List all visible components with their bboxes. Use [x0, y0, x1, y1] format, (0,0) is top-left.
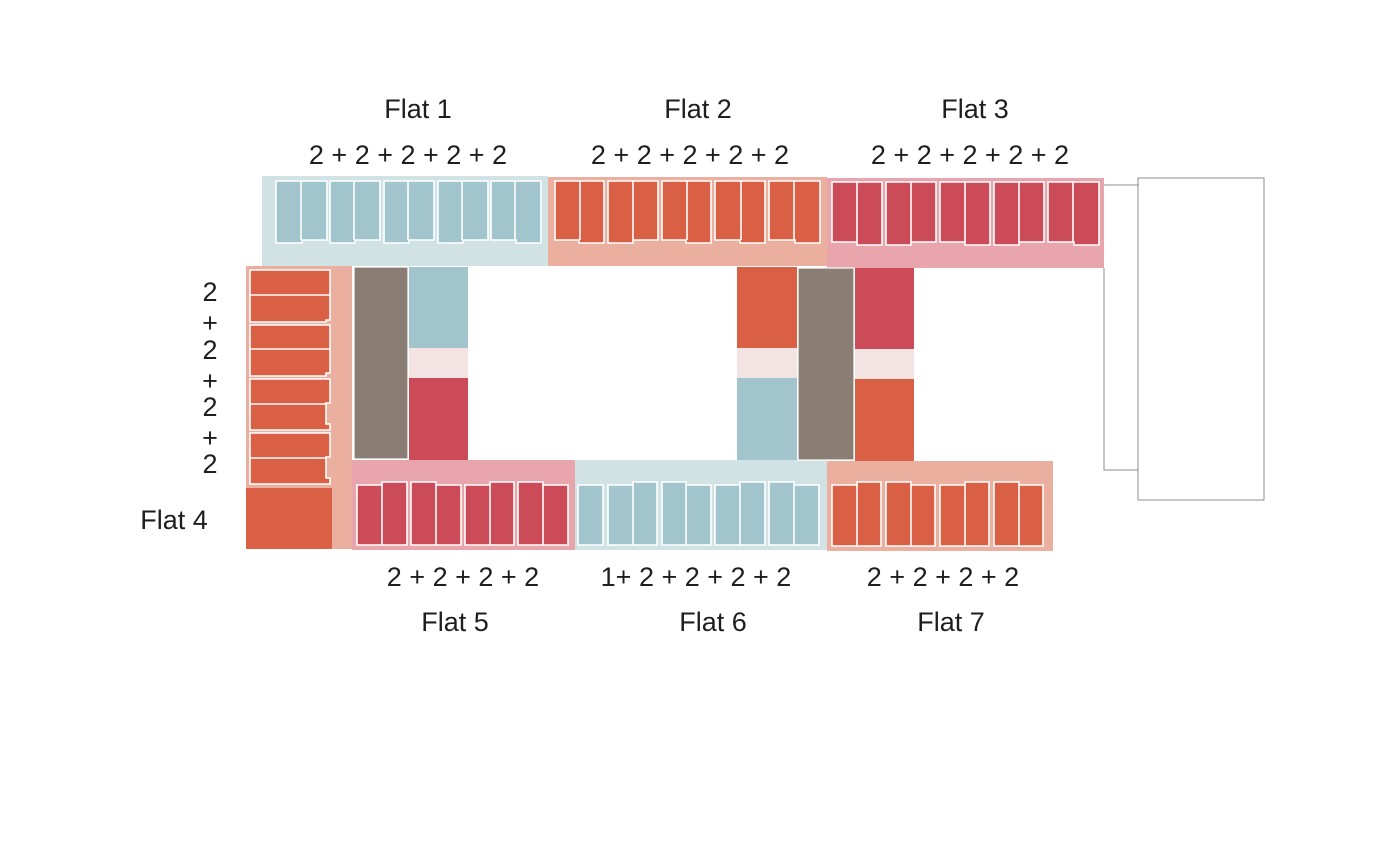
- flat-7-label: Flat 7: [917, 607, 985, 637]
- adjacent-building-outline: [1103, 177, 1265, 501]
- room-unit: [329, 180, 381, 244]
- flat-4-living-room: [246, 488, 332, 549]
- flat-1-label: Flat 1: [384, 94, 452, 124]
- flat-4-label: Flat 4: [140, 505, 208, 535]
- composition-part: 2: [202, 392, 217, 422]
- flat-6-rooms: [577, 481, 820, 546]
- room-unit: [714, 180, 766, 244]
- flat-5-label: Flat 5: [421, 607, 489, 637]
- composition-part: +: [202, 308, 218, 338]
- composition-part: 2: [202, 277, 217, 307]
- room-unit: [409, 267, 468, 348]
- composition-part: +: [202, 423, 218, 453]
- flat-4-rooms: [246, 269, 332, 549]
- landing: [855, 349, 914, 379]
- flat-6-composition: 1+ 2 + 2 + 2 + 2: [601, 562, 792, 592]
- landing: [409, 348, 468, 378]
- flat-2-label: Flat 2: [664, 94, 732, 124]
- flat-7-composition: 2 + 2 + 2 + 2: [867, 562, 1019, 592]
- room-unit: [737, 378, 797, 460]
- stair-core: [797, 267, 855, 461]
- adjacent-building: [1137, 177, 1265, 501]
- flat-2-rooms: [554, 180, 821, 244]
- room-unit: [490, 180, 542, 244]
- room-unit: [577, 484, 604, 546]
- composition-part: +: [202, 366, 218, 396]
- room-unit: [437, 180, 489, 244]
- flat-3-label: Flat 3: [941, 94, 1009, 124]
- room-unit: [409, 378, 468, 460]
- room-unit: [855, 379, 914, 461]
- flat-3-composition: 2 + 2 + 2 + 2 + 2: [871, 140, 1069, 170]
- room-unit: [249, 269, 331, 323]
- flat-7-rooms: [831, 481, 1044, 547]
- landing: [737, 348, 797, 378]
- flat-3-rooms: [831, 181, 1100, 246]
- room-unit: [737, 267, 797, 348]
- room-unit: [383, 180, 435, 244]
- flat-5-composition: 2 + 2 + 2 + 2: [387, 562, 539, 592]
- flat-6-label: Flat 6: [679, 607, 747, 637]
- stair-core: [353, 266, 409, 460]
- left-core: [353, 266, 468, 460]
- flat-4-composition: 2 + 2 + 2 + 2: [202, 277, 218, 479]
- right-core: [737, 267, 914, 461]
- flat-2-composition: 2 + 2 + 2 + 2 + 2: [591, 140, 789, 170]
- flat-5-rooms: [356, 481, 569, 546]
- room-unit: [855, 268, 914, 349]
- room-unit: [249, 324, 331, 377]
- flat-1-rooms: [275, 180, 542, 244]
- flat-1-composition: 2 + 2 + 2 + 2 + 2: [309, 140, 507, 170]
- composition-part: 2: [202, 335, 217, 365]
- composition-part: 2: [202, 449, 217, 479]
